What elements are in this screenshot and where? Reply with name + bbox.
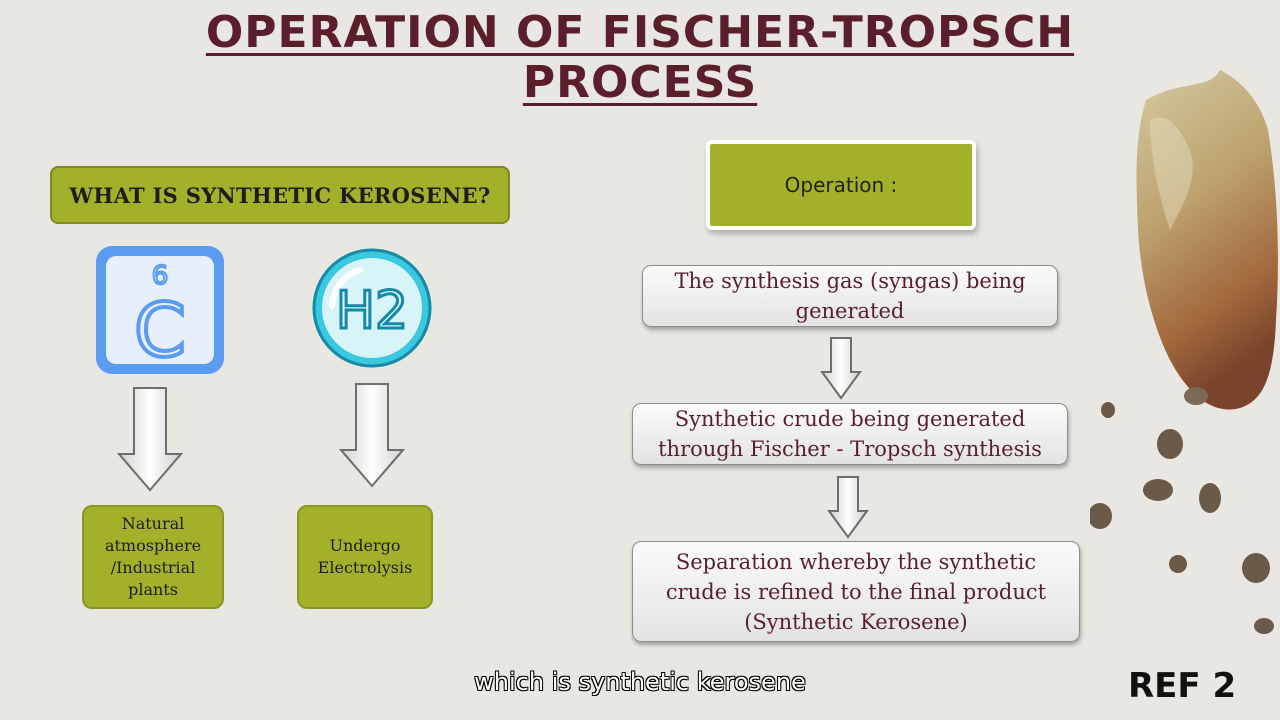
box-line: Natural xyxy=(121,514,185,533)
video-caption: which is synthetic kerosene xyxy=(474,668,807,697)
slide-title: OPERATION OF FISCHER-TROPSCH PROCESS xyxy=(0,8,1280,108)
box-line: atmosphere xyxy=(104,536,202,555)
process-step-separation: Separation whereby the synthetic crude i… xyxy=(632,541,1080,642)
box-line: plants xyxy=(128,580,178,599)
carbon-atomic-number: 6 xyxy=(152,261,169,291)
down-arrow-icon xyxy=(339,383,405,488)
box-line: Electrolysis xyxy=(317,558,413,577)
step-line: through Fischer - Tropsch synthesis xyxy=(658,437,1042,461)
operation-header: Operation : xyxy=(706,140,976,230)
step-line: generated xyxy=(795,299,905,323)
box-line: Undergo xyxy=(329,536,401,555)
box-line: /Industrial xyxy=(110,558,196,577)
title-line-1: OPERATION OF FISCHER-TROPSCH xyxy=(205,7,1075,58)
hydrogen-symbol: H2 xyxy=(336,281,408,341)
synthetic-kerosene-header: WHAT IS SYNTHETIC KEROSENE? xyxy=(50,166,510,224)
down-arrow-icon xyxy=(827,476,869,539)
carbon-symbol: C xyxy=(134,288,186,374)
electrolysis-box: Undergo Electrolysis xyxy=(297,505,433,609)
natural-atmosphere-box: Natural atmosphere /Industrial plants xyxy=(82,505,224,609)
step-line: (Synthetic Kerosene) xyxy=(744,609,968,634)
hydrogen-molecule-icon: H2 xyxy=(312,248,432,368)
down-arrow-icon xyxy=(820,337,862,400)
down-arrow-icon xyxy=(117,387,183,492)
reference-label: REF 2 xyxy=(1128,666,1237,706)
step-line: Separation whereby the synthetic xyxy=(675,549,1037,574)
carbon-element-icon: 6 C xyxy=(96,246,224,376)
title-line-2: PROCESS xyxy=(522,57,758,108)
step-line: Synthetic crude being generated xyxy=(674,407,1026,431)
process-step-synthetic-crude: Synthetic crude being generated through … xyxy=(632,403,1068,465)
watercolor-decoration xyxy=(1090,70,1278,634)
step-line: crude is refined to the final product xyxy=(665,579,1047,604)
process-step-syngas: The synthesis gas (syngas) being generat… xyxy=(642,265,1058,327)
step-line: The synthesis gas (syngas) being xyxy=(674,269,1026,293)
